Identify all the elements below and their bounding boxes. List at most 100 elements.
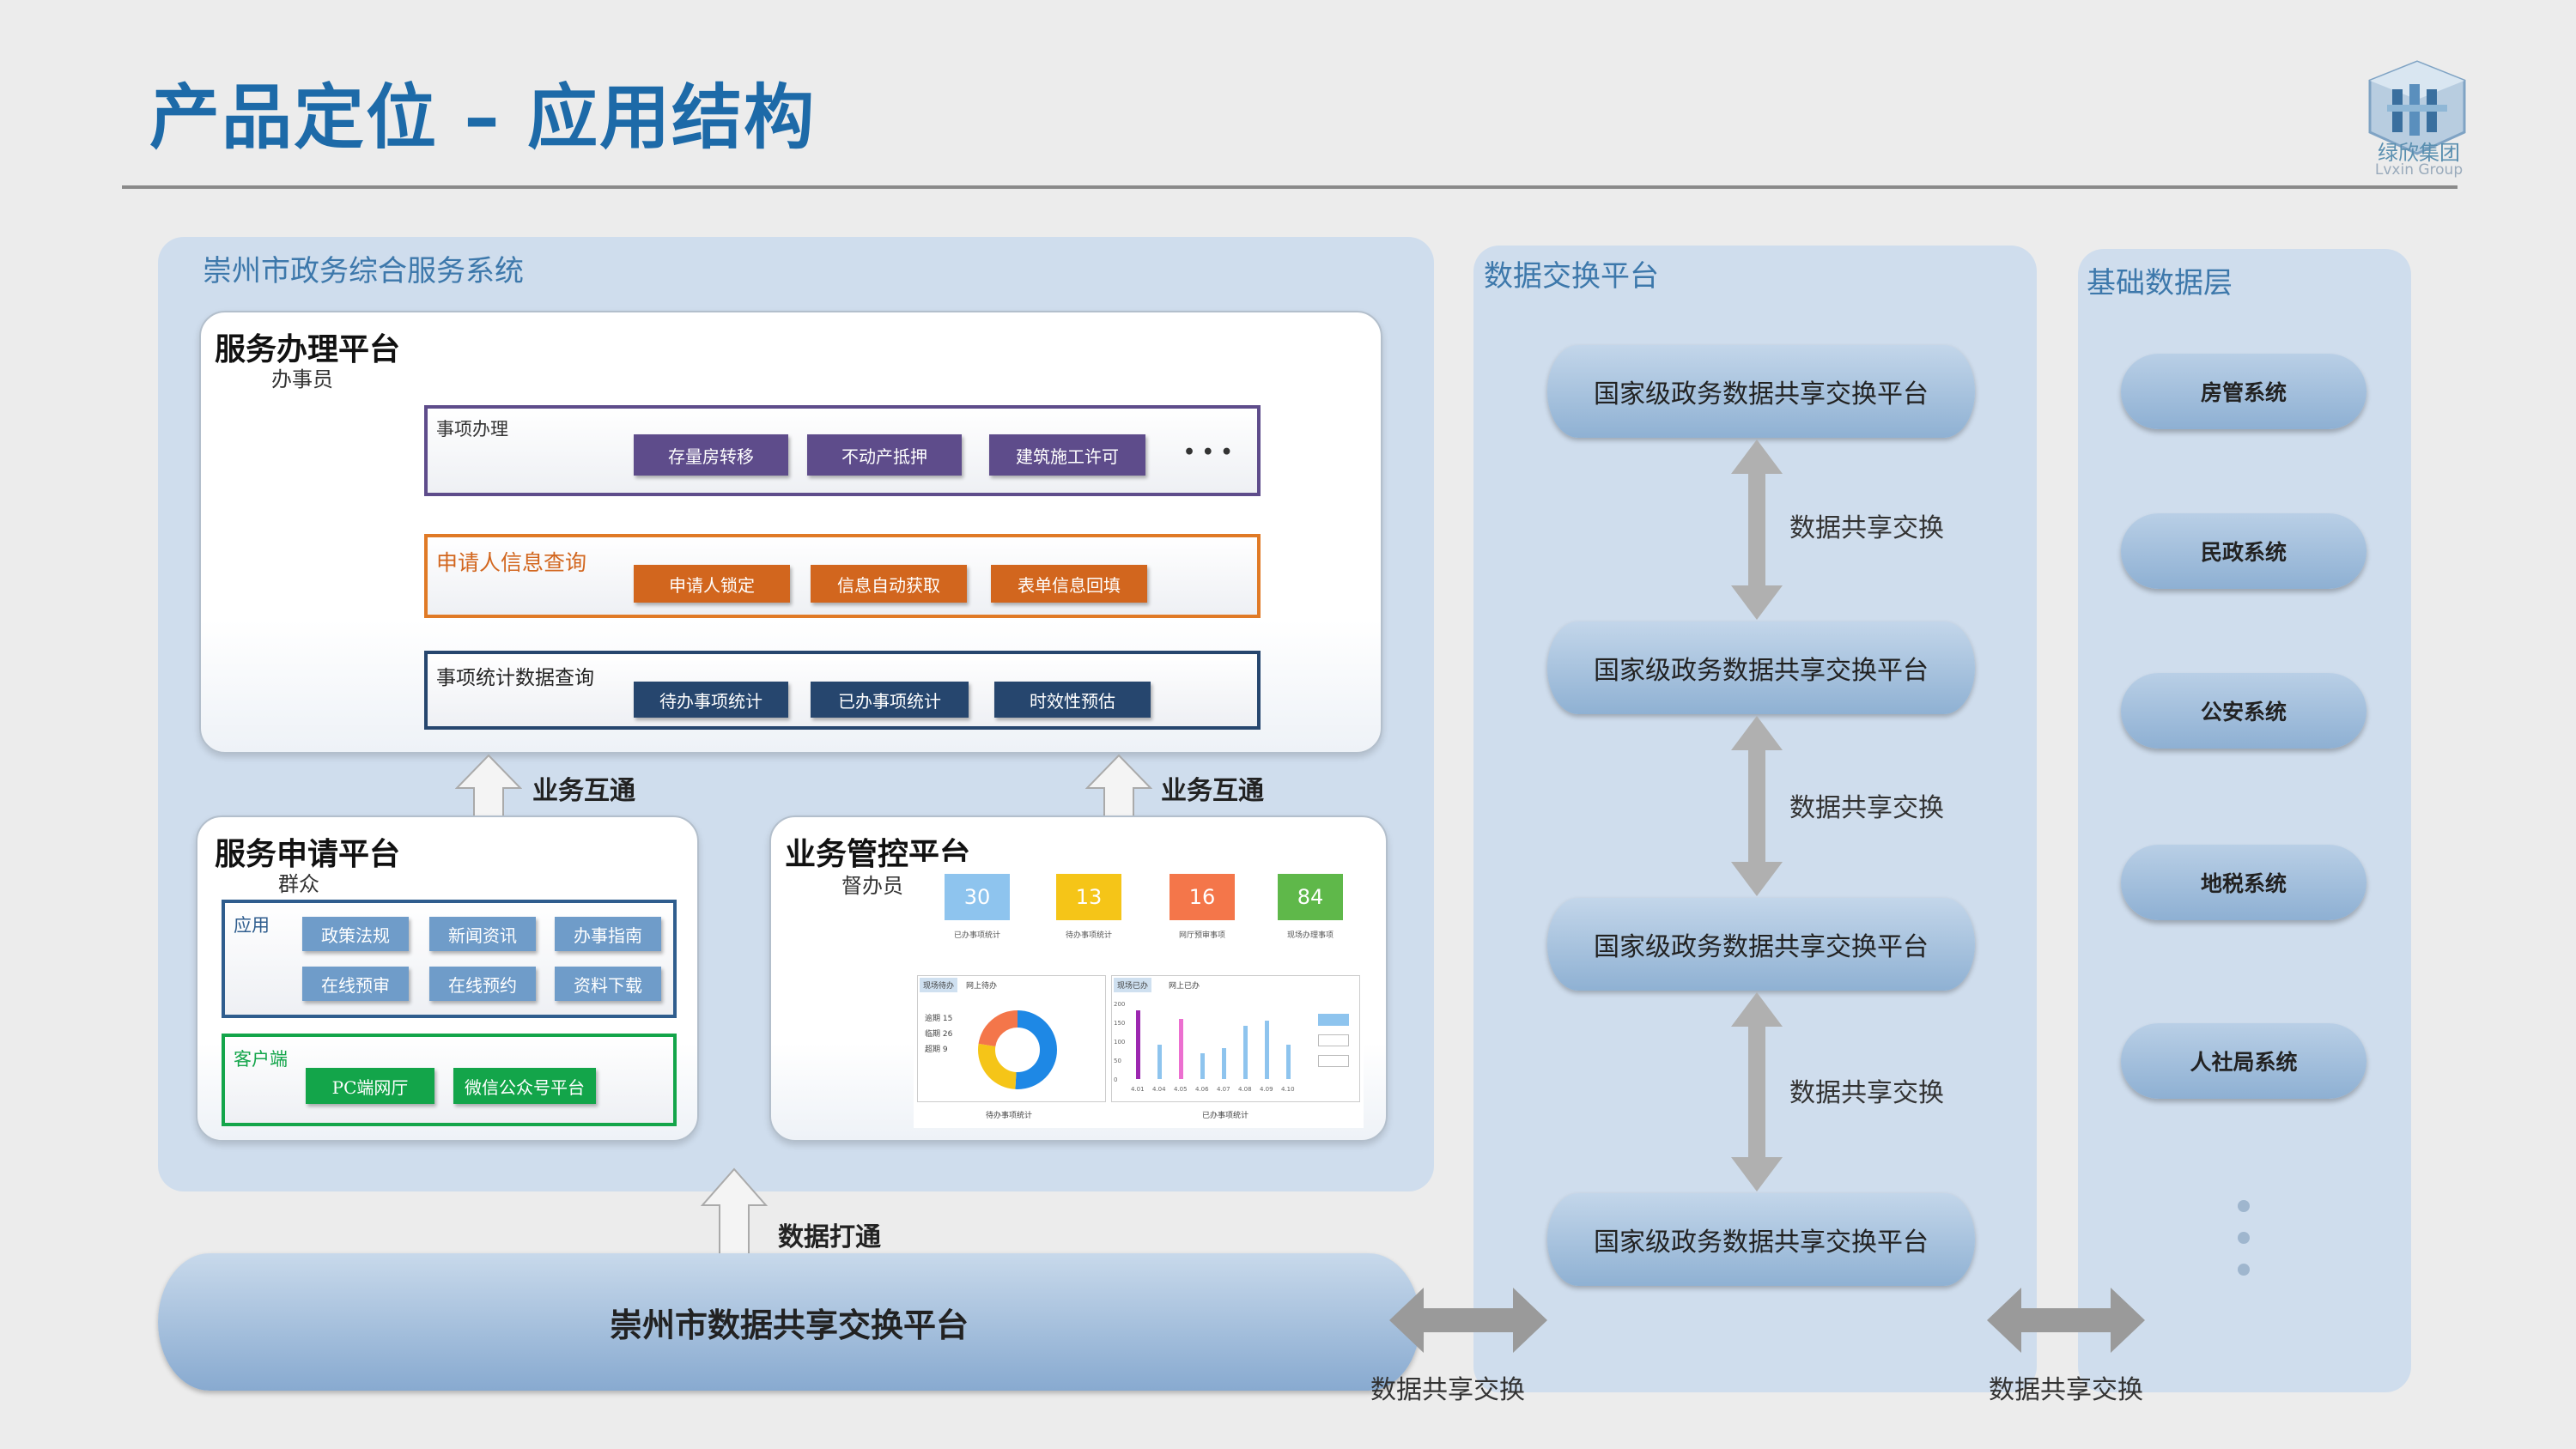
- national-platform-label-1: 国家级政务数据共享交换平台: [1594, 379, 1929, 409]
- vertical-double-arrow-3-icon: [1731, 992, 1783, 1191]
- chip-news[interactable]: 新闻资讯: [429, 917, 536, 951]
- chip-timeliness-estimate[interactable]: 时效性预估: [994, 682, 1151, 718]
- bar-card: 现场已办 网上已办 200 150 100 50 0 4.01 4.04 4.05 4.06 4.…: [1111, 975, 1360, 1102]
- item-handling-group: 事项办理 存量房转移 不动产抵押 建筑施工许可 • • •: [424, 405, 1261, 496]
- service-handling-title: 服务办理平台: [215, 331, 401, 367]
- bar-mark: [1265, 1021, 1269, 1079]
- bar-x-tick: 4.06: [1195, 1086, 1209, 1093]
- chip-downloads[interactable]: 资料下载: [555, 967, 661, 1001]
- bar-mark: [1286, 1045, 1291, 1079]
- national-platform-node-4: 国家级政务数据共享交换平台: [1547, 1193, 1975, 1286]
- company-logo-icon: [2368, 60, 2466, 155]
- bottom-link-label-2: 数据共享交换: [1989, 1375, 2143, 1405]
- chip-construction-permit[interactable]: 建筑施工许可: [989, 434, 1145, 476]
- vertical-link-label-3: 数据共享交换: [1789, 1078, 1944, 1108]
- kpi-online-review-caption: 网厅预审事项: [1178, 931, 1225, 940]
- chip-done-stats[interactable]: 已办事项统计: [811, 682, 969, 718]
- control-dashboard: 30 已办事项统计 13 待办事项统计 16 网厅预审事项 84 现场办理事项 …: [914, 862, 1364, 1128]
- app-group: 应用 政策法规 新闻资讯 办事指南 在线预审 在线预约 资料下载: [222, 900, 677, 1018]
- gov-service-system-title: 崇州市政务综合服务系统: [203, 254, 524, 288]
- item-handling-label: 事项办理: [436, 419, 508, 440]
- city-platform-label: 崇州市数据共享交换平台: [609, 1305, 969, 1344]
- bar-tab-onsite[interactable]: 现场已办: [1114, 978, 1152, 992]
- kpi-online-review: 16: [1170, 874, 1235, 920]
- national-platform-label-4: 国家级政务数据共享交换平台: [1594, 1228, 1929, 1258]
- page-title: 产品定位 – 应用结构: [149, 77, 817, 159]
- donut-tab-online[interactable]: 网上待办: [966, 982, 998, 991]
- bar-x-tick: 4.01: [1131, 1086, 1145, 1093]
- national-platform-node-3: 国家级政务数据共享交换平台: [1547, 898, 1975, 991]
- kpi-onsite: 84: [1278, 874, 1343, 920]
- app-group-label: 应用: [234, 915, 270, 936]
- service-apply-role: 群众: [278, 872, 319, 896]
- bar-legend-box-1: [1318, 1014, 1349, 1026]
- applicant-info-group: 申请人信息查询 申请人锁定 信息自动获取 表单信息回填: [424, 534, 1261, 618]
- business-link-label-2: 业务互通: [1161, 776, 1264, 806]
- bar-caption: 已办事项统计: [1202, 1112, 1249, 1120]
- applicant-info-label: 申请人信息查询: [436, 550, 587, 575]
- horizontal-double-arrow-1-icon: [1389, 1288, 1547, 1353]
- chip-pc-hall[interactable]: PC端网厅: [306, 1068, 434, 1104]
- bar-y-tick: 150: [1114, 1020, 1125, 1027]
- data-exchange-title: 数据交换平台: [1484, 259, 1659, 294]
- bar-mark: [1243, 1026, 1248, 1079]
- chip-wechat-platform[interactable]: 微信公众号平台: [453, 1068, 596, 1104]
- bar-mark: [1222, 1048, 1226, 1079]
- system-housing[interactable]: 房管系统: [2121, 354, 2366, 429]
- national-platform-node-2: 国家级政务数据共享交换平台: [1547, 621, 1975, 714]
- donut-legend-1: 临期 26: [925, 1030, 953, 1039]
- bottom-link-label-1: 数据共享交换: [1370, 1375, 1525, 1405]
- system-local-tax[interactable]: 地税系统: [2121, 845, 2366, 920]
- chip-real-estate-mortgage[interactable]: 不动产抵押: [807, 434, 962, 476]
- bar-x-tick: 4.04: [1152, 1086, 1166, 1093]
- service-handling-role: 办事员: [271, 367, 333, 391]
- system-social-security[interactable]: 人社局系统: [2121, 1023, 2366, 1099]
- client-group-label: 客户端: [234, 1049, 288, 1070]
- donut-chart: [978, 1010, 1057, 1089]
- business-control-role: 督办员: [841, 874, 903, 898]
- client-group: 客户端 PC端网厅 微信公众号平台: [222, 1034, 677, 1126]
- system-public-security[interactable]: 公安系统: [2121, 673, 2366, 749]
- bar-x-tick: 4.05: [1174, 1086, 1188, 1093]
- chip-guide[interactable]: 办事指南: [555, 917, 661, 951]
- chip-auto-fetch-info[interactable]: 信息自动获取: [811, 565, 967, 603]
- bar-tab-online[interactable]: 网上已办: [1169, 982, 1200, 991]
- chip-policy[interactable]: 政策法规: [302, 917, 409, 951]
- kpi-onsite-caption: 现场办理事项: [1286, 931, 1334, 940]
- more-systems-dots-icon: [2238, 1200, 2250, 1276]
- bar-y-tick: 100: [1114, 1039, 1125, 1046]
- donut-caption: 待办事项统计: [986, 1112, 1033, 1120]
- horizontal-double-arrow-2-icon: [1987, 1288, 2145, 1353]
- donut-legend-2: 超期 9: [925, 1046, 948, 1054]
- bar-y-tick: 50: [1114, 1058, 1121, 1064]
- bar-mark: [1157, 1045, 1162, 1079]
- stat-query-group: 事项统计数据查询 待办事项统计 已办事项统计 时效性预估: [424, 651, 1261, 730]
- national-platform-node-1: 国家级政务数据共享交换平台: [1547, 345, 1975, 438]
- chip-form-backfill[interactable]: 表单信息回填: [991, 565, 1147, 603]
- bar-legend-box-2: [1318, 1034, 1349, 1046]
- service-apply-title: 服务申请平台: [215, 836, 401, 872]
- vertical-link-label-2: 数据共享交换: [1789, 793, 1944, 823]
- donut-tab-onsite[interactable]: 现场待办: [920, 978, 958, 992]
- national-platform-label-2: 国家级政务数据共享交换平台: [1594, 656, 1929, 686]
- system-civil-affairs[interactable]: 民政系统: [2121, 513, 2366, 589]
- bar-x-tick: 4.10: [1281, 1086, 1295, 1093]
- national-platform-label-3: 国家级政务数据共享交换平台: [1594, 932, 1929, 962]
- chip-online-review[interactable]: 在线预审: [302, 967, 409, 1001]
- bar-x-tick: 4.09: [1260, 1086, 1273, 1093]
- donut-legend-0: 逾期 15: [925, 1015, 953, 1023]
- vertical-link-label-1: 数据共享交换: [1789, 513, 1944, 543]
- chip-pending-stats[interactable]: 待办事项统计: [634, 682, 788, 718]
- chip-stock-house-transfer[interactable]: 存量房转移: [634, 434, 788, 476]
- chip-online-booking[interactable]: 在线预约: [429, 967, 536, 1001]
- data-link-label: 数据打通: [778, 1222, 881, 1252]
- bar-y-tick: 0: [1114, 1076, 1117, 1083]
- base-data-title: 基础数据层: [2087, 266, 2233, 300]
- business-link-label-1: 业务互通: [532, 776, 635, 806]
- bar-y-tick: 200: [1114, 1001, 1125, 1008]
- bar-mark: [1200, 1053, 1205, 1079]
- kpi-pending-caption: 待办事项统计: [1065, 931, 1112, 940]
- logo-text-en: Lvxin Group: [2374, 161, 2464, 179]
- chip-applicant-lock[interactable]: 申请人锁定: [634, 565, 790, 603]
